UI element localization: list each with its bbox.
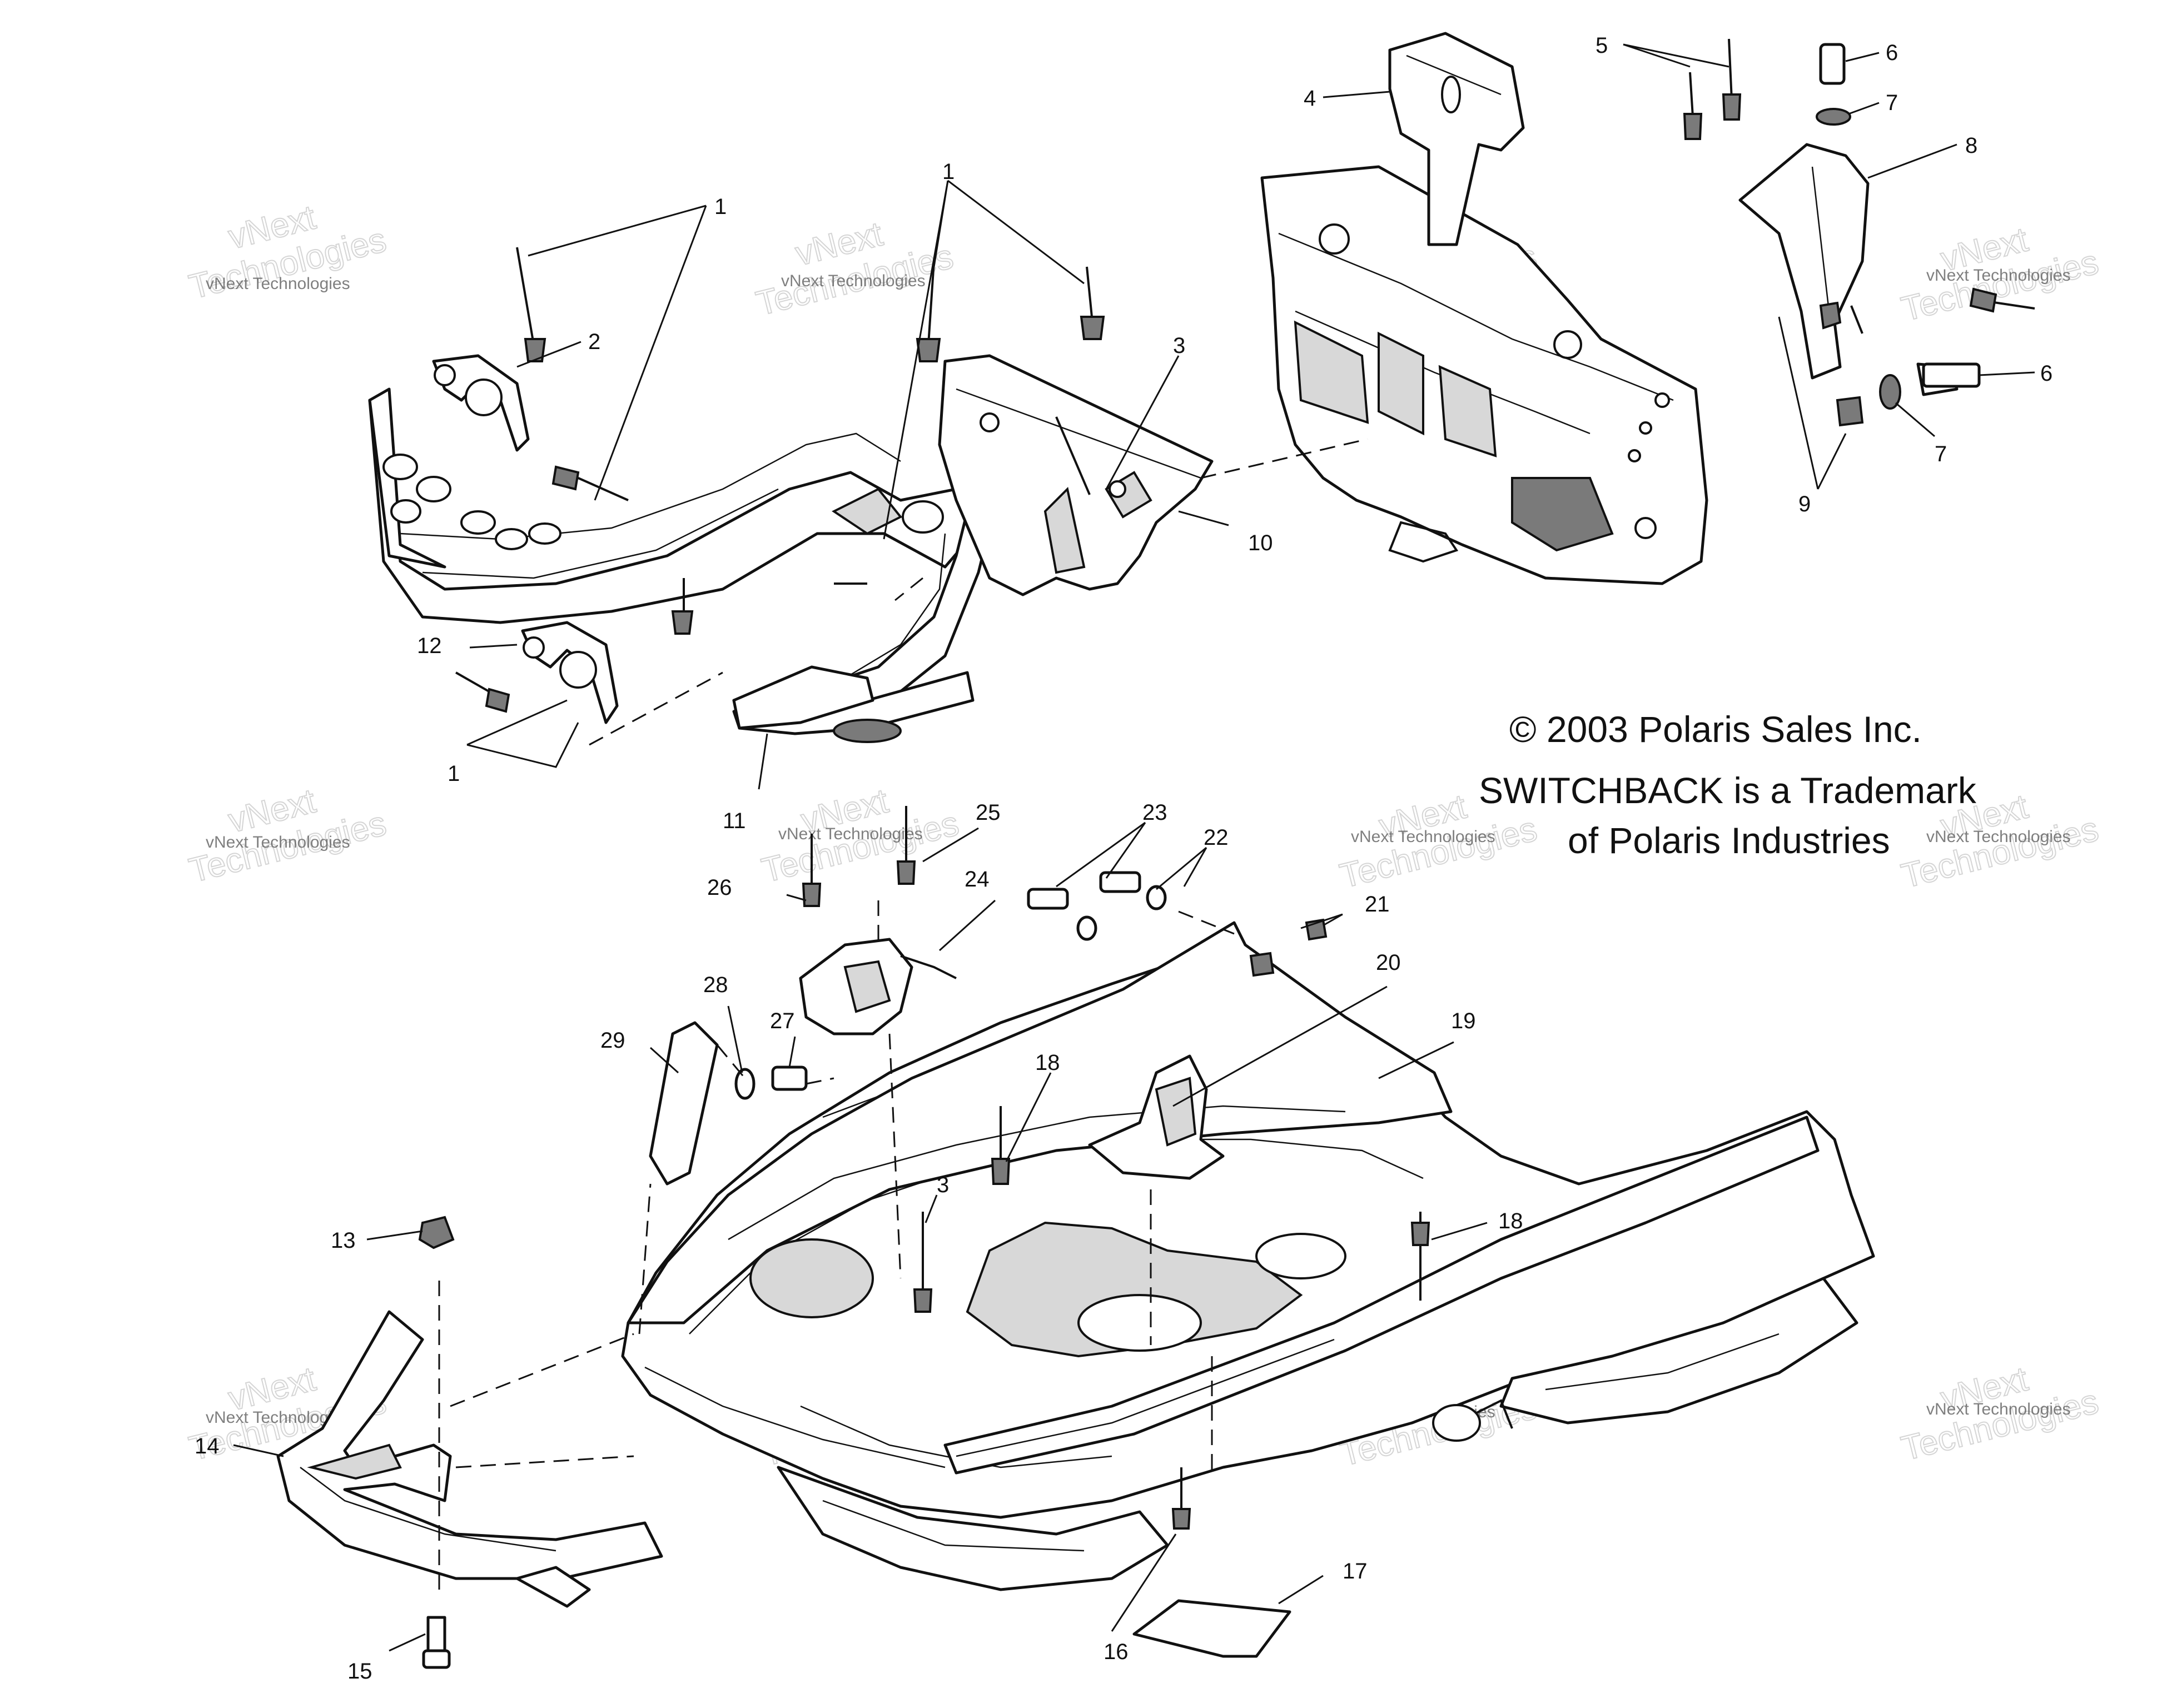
callout-12: 12 [417,634,442,658]
rivets [455,247,1105,713]
callout-6: 6 [2040,361,2052,386]
center-mount [1088,1054,1225,1180]
watermark-label: vNext Technologies [1926,828,2071,846]
callout-labels: 1 2 1 3 4 5 6 7 8 6 7 9 10 12 1 11 25 26… [195,33,2052,1684]
callout-3: 3 [937,1173,949,1197]
callout-7: 7 [1935,442,1947,466]
foot-rest-bracket [732,665,874,730]
callout-14: 14 [195,1434,220,1458]
callout-23: 23 [1142,800,1167,825]
callout-6: 6 [1886,41,1898,65]
copyright-line: © 2003 Polaris Sales Inc. [1509,709,1922,750]
side-mount-bracket [1738,143,1870,380]
callout-19: 19 [1451,1009,1476,1033]
callout-2: 2 [588,330,600,354]
watermark-label: vNext Technologies [778,825,923,843]
callout-18: 18 [1035,1050,1060,1075]
callout-7: 7 [1886,91,1898,115]
callout-1: 1 [942,160,955,184]
trademark-owner-line: of Polaris Industries [1568,820,1890,861]
callout-5: 5 [1596,33,1608,58]
watermark-label: vNext Technologies [1926,266,2071,285]
upper-mount-bracket [1388,32,1525,246]
callout-24: 24 [965,867,990,892]
watermark-label: vNext Technologies [1926,1400,2071,1418]
watermark-label: vNext Technologies [206,833,350,851]
callout-1: 1 [714,195,727,219]
callout-27: 27 [770,1009,795,1033]
trademark-line: SWITCHBACK is a Trademark [1479,770,1977,811]
assembly-lines [438,438,1368,1590]
callout-20: 20 [1376,950,1401,975]
skid-plate [1132,1599,1291,1658]
lower-hardware [418,806,1430,1669]
callout-16: 16 [1104,1640,1129,1664]
leader-lines [233,43,2035,1652]
copyright-notice: © 2003 Polaris Sales Inc. SWITCHBACK is … [1479,709,1977,861]
callout-26: 26 [707,875,732,900]
callout-21: 21 [1365,892,1390,917]
callout-9: 9 [1798,492,1811,516]
callout-25: 25 [976,800,1001,825]
callout-13: 13 [331,1228,356,1253]
steering-post-bracket [938,354,1214,596]
callout-18: 18 [1498,1209,1523,1233]
watermark-label: vNext Technologies [781,272,926,290]
clip-bracket-lower [521,621,619,724]
callout-29: 29 [600,1028,625,1053]
callout-28: 28 [703,973,728,997]
callout-4: 4 [1304,86,1316,111]
rear-frame-assembly [1260,165,1708,585]
belly-pan-cover-skin [627,921,1453,1324]
callout-11: 11 [723,809,746,833]
front-bumper [276,1310,663,1608]
callout-17: 17 [1343,1559,1368,1583]
watermark: vNext Technologies [185,781,391,891]
clip-bracket [432,354,530,452]
callout-22: 22 [1204,825,1229,850]
callout-8: 8 [1965,133,1977,158]
hardware-fasteners [1683,38,2035,427]
dash-mount [799,938,957,1035]
watermark-label: vNext Technologies [1351,828,1495,846]
watermark-label: vNext Technologies [206,275,350,293]
callout-1: 1 [448,761,460,786]
callout-3: 3 [1173,333,1185,358]
front-frame-assembly [368,387,991,743]
callout-10: 10 [1248,531,1273,555]
callout-15: 15 [347,1659,372,1684]
